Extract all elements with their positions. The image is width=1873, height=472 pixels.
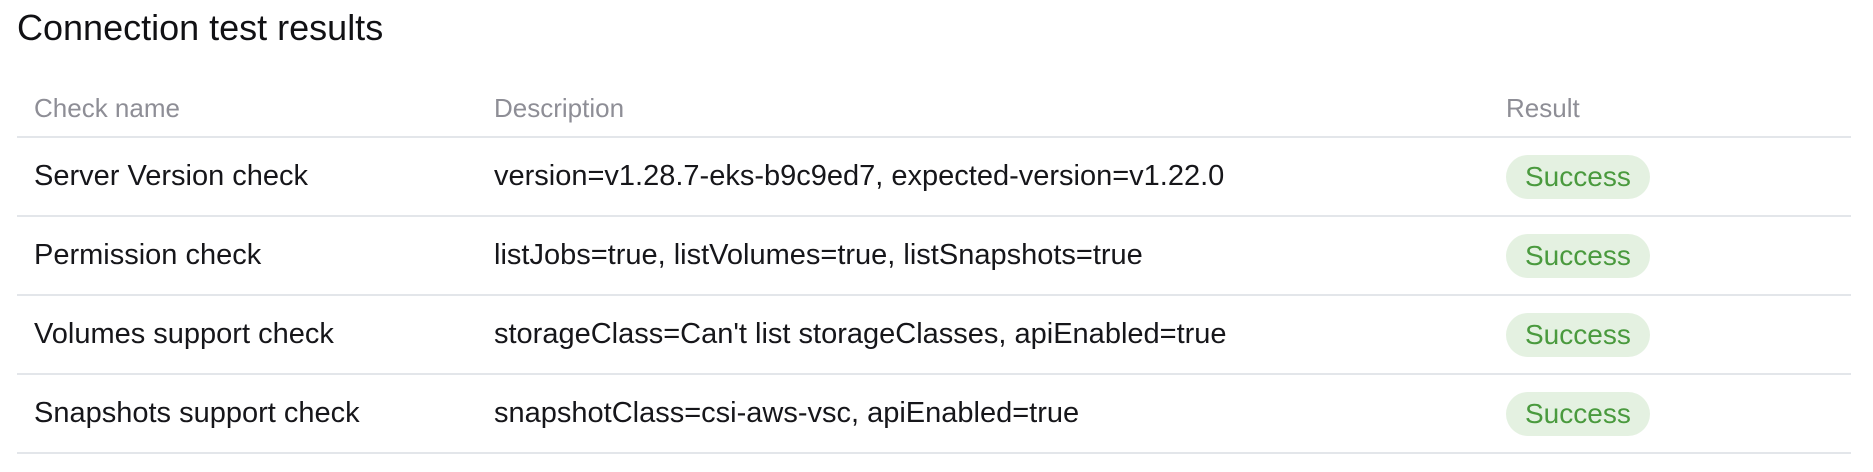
column-header-check-name: Check name — [17, 80, 477, 138]
column-header-result: Result — [1489, 80, 1851, 138]
status-badge: Success — [1506, 233, 1650, 278]
description-cell: snapshotClass=csi-aws-vsc, apiEnabled=tr… — [477, 374, 1489, 454]
table-row: Snapshots support check snapshotClass=cs… — [17, 374, 1851, 454]
result-cell: Success — [1489, 295, 1851, 375]
check-name-cell: Snapshots support check — [17, 374, 477, 454]
check-name-cell: Volumes support check — [17, 295, 477, 375]
check-name-cell: Server Version check — [17, 137, 477, 217]
check-name-cell: Permission check — [17, 216, 477, 296]
table-header-row: Check name Description Result — [17, 80, 1851, 138]
table-row: Server Version check version=v1.28.7-eks… — [17, 137, 1851, 217]
page-title: Connection test results — [17, 7, 384, 48]
description-cell: storageClass=Can't list storageClasses, … — [477, 295, 1489, 375]
column-header-description: Description — [477, 80, 1489, 138]
result-cell: Success — [1489, 374, 1851, 454]
status-badge: Success — [1506, 391, 1650, 436]
status-badge: Success — [1506, 154, 1650, 199]
table-row: Permission check listJobs=true, listVolu… — [17, 216, 1851, 296]
result-cell: Success — [1489, 137, 1851, 217]
table-row: Volumes support check storageClass=Can't… — [17, 295, 1851, 375]
results-table: Check name Description Result Server Ver… — [17, 80, 1851, 454]
description-cell: listJobs=true, listVolumes=true, listSna… — [477, 216, 1489, 296]
status-badge: Success — [1506, 312, 1650, 357]
description-cell: version=v1.28.7-eks-b9c9ed7, expected-ve… — [477, 137, 1489, 217]
result-cell: Success — [1489, 216, 1851, 296]
